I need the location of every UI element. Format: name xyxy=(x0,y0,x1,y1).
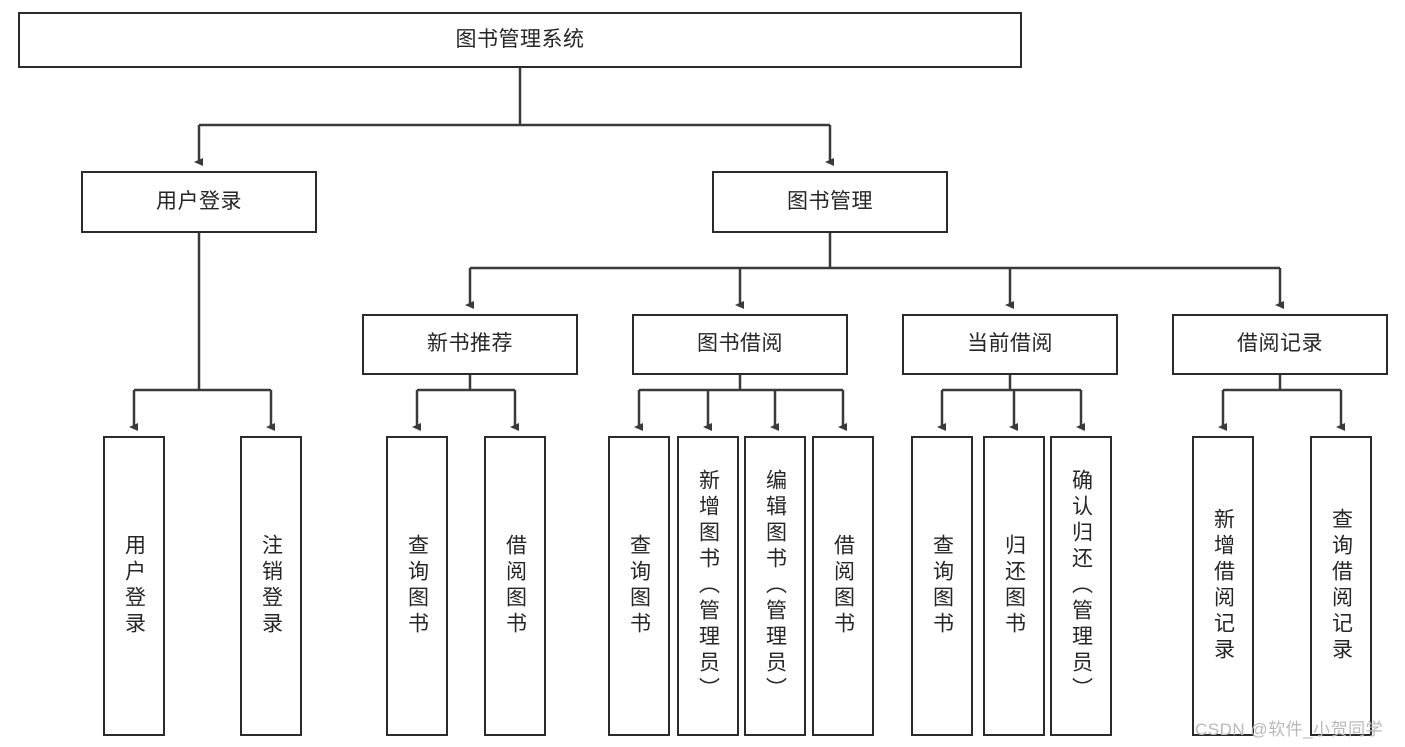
node-label: 确认归还（管理员） xyxy=(1069,469,1093,703)
node-new-book-recommend[interactable]: 新书推荐 xyxy=(362,314,578,375)
node-label: 图书管理系统 xyxy=(455,27,585,51)
node-current-borrow[interactable]: 当前借阅 xyxy=(902,314,1118,375)
node-leaf-edit-book[interactable]: 编辑图书（管理员） xyxy=(744,436,806,736)
node-label: 用户登录 xyxy=(156,189,242,213)
node-label: 图书借阅 xyxy=(697,332,783,356)
node-leaf-user-login[interactable]: 用户登录 xyxy=(103,436,165,736)
node-leaf-logout[interactable]: 注销登录 xyxy=(240,436,302,736)
node-label: 新增图书（管理员） xyxy=(696,469,720,703)
watermark: CSDN @软件_小贺同学 xyxy=(1195,720,1384,739)
node-label: 新书推荐 xyxy=(427,332,513,356)
node-leaf-add-record[interactable]: 新增借阅记录 xyxy=(1192,436,1254,736)
node-label: 归还图书 xyxy=(1002,534,1026,638)
node-label: 借阅图书 xyxy=(503,534,527,638)
node-label: 借阅记录 xyxy=(1237,332,1323,356)
node-leaf-add-book[interactable]: 新增图书（管理员） xyxy=(677,436,739,736)
node-book-manage[interactable]: 图书管理 xyxy=(712,171,948,233)
node-leaf-borrow-book-2[interactable]: 借阅图书 xyxy=(812,436,874,736)
node-label: 用户登录 xyxy=(122,534,146,638)
node-label: 查询借阅记录 xyxy=(1329,508,1353,664)
node-label: 借阅图书 xyxy=(831,534,855,638)
node-leaf-query-book-3[interactable]: 查询图书 xyxy=(911,436,973,736)
node-label: 图书管理 xyxy=(787,189,873,213)
node-label: 查询图书 xyxy=(627,534,651,638)
node-root[interactable]: 图书管理系统 xyxy=(18,12,1022,68)
node-user-login[interactable]: 用户登录 xyxy=(81,171,317,233)
node-label: 当前借阅 xyxy=(967,332,1053,356)
node-leaf-borrow-book-1[interactable]: 借阅图书 xyxy=(484,436,546,736)
node-leaf-query-book-1[interactable]: 查询图书 xyxy=(386,436,448,736)
node-label: 编辑图书（管理员） xyxy=(763,469,787,703)
node-book-borrow[interactable]: 图书借阅 xyxy=(632,314,848,375)
node-label: 查询图书 xyxy=(405,534,429,638)
node-label: 新增借阅记录 xyxy=(1211,508,1235,664)
node-borrow-record[interactable]: 借阅记录 xyxy=(1172,314,1388,375)
node-leaf-return-book[interactable]: 归还图书 xyxy=(983,436,1045,736)
node-leaf-query-book-2[interactable]: 查询图书 xyxy=(608,436,670,736)
node-label: 注销登录 xyxy=(259,534,283,638)
node-label: 查询图书 xyxy=(930,534,954,638)
node-leaf-query-record[interactable]: 查询借阅记录 xyxy=(1310,436,1372,736)
node-leaf-confirm-return[interactable]: 确认归还（管理员） xyxy=(1050,436,1112,736)
